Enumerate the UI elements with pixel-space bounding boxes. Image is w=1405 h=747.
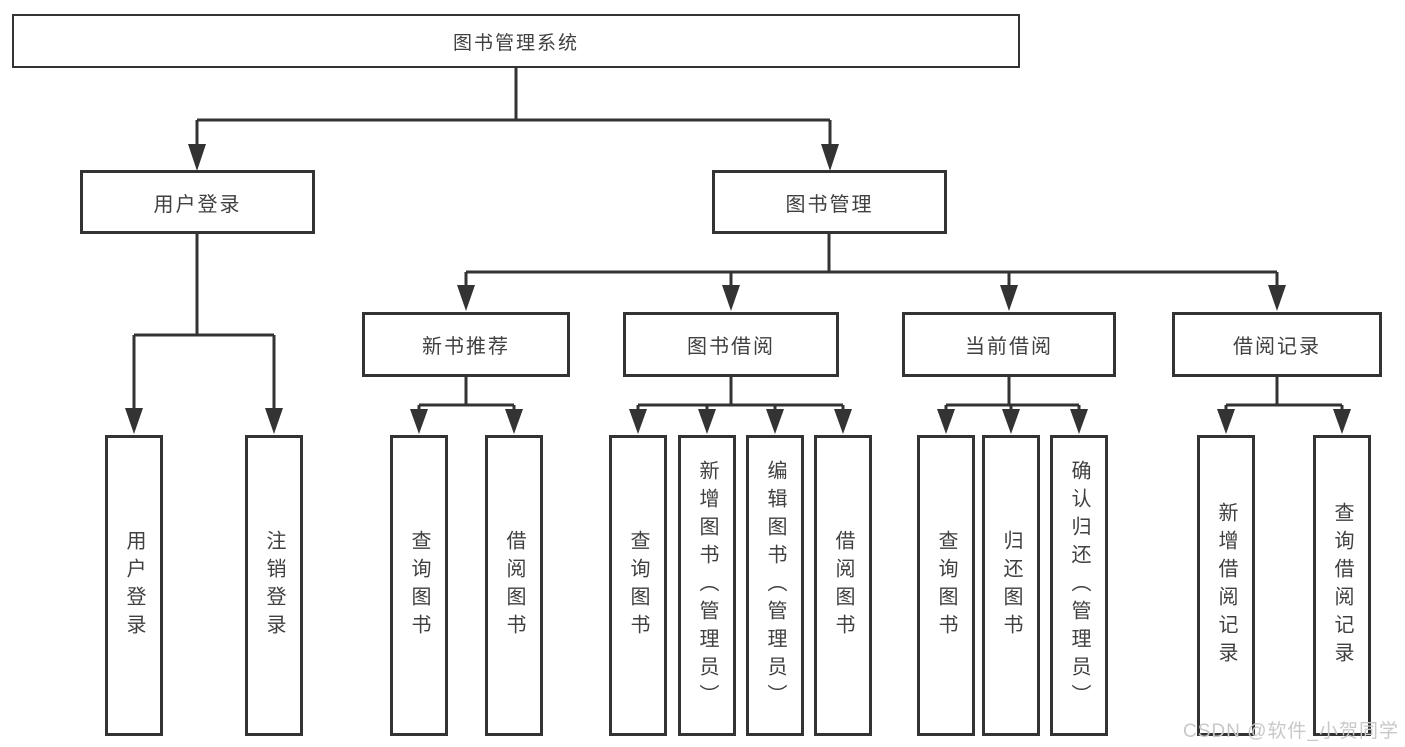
leaf-logout: 注销登录 xyxy=(245,435,303,736)
node-label: 查询图书 xyxy=(408,529,430,642)
leaf-return-book: 归还图书 xyxy=(982,435,1040,736)
leaf-borrow-books: 借阅图书 xyxy=(814,435,872,736)
node-label: 查询图书 xyxy=(627,529,649,642)
leaf-borrow-books: 借阅图书 xyxy=(485,435,543,736)
leaf-query-books: 查询图书 xyxy=(390,435,448,736)
node-label: 用户登录 xyxy=(123,529,145,642)
node-label: 确认归还（管理员） xyxy=(1068,459,1090,712)
node-user-login: 用户登录 xyxy=(80,170,315,234)
csdn-watermark: CSDN @软件_小贺同学 xyxy=(1183,721,1399,742)
leaf-add-book-admin: 新增图书（管理员） xyxy=(678,435,736,736)
leaf-add-borrow-record: 新增借阅记录 xyxy=(1197,435,1255,736)
leaf-query-borrow-record: 查询借阅记录 xyxy=(1313,435,1371,736)
node-label: 借阅图书 xyxy=(503,529,525,642)
leaf-query-books: 查询图书 xyxy=(917,435,975,736)
node-label: 归还图书 xyxy=(1000,529,1022,642)
node-label: 图书借阅 xyxy=(687,336,775,358)
node-label: 借阅记录 xyxy=(1233,336,1321,358)
node-new-book-recommend: 新书推荐 xyxy=(362,312,570,377)
node-label: 新增图书（管理员） xyxy=(696,459,718,712)
node-label: 图书管理系统 xyxy=(452,32,579,54)
node-label: 当前借阅 xyxy=(965,336,1053,358)
node-label: 图书管理 xyxy=(785,193,874,216)
leaf-edit-book-admin: 编辑图书（管理员） xyxy=(746,435,804,736)
node-label: 查询图书 xyxy=(935,529,957,642)
node-label: 借阅图书 xyxy=(832,529,854,642)
node-label: 新增借阅记录 xyxy=(1215,501,1237,670)
node-book-management: 图书管理 xyxy=(712,170,947,234)
arrowhead-group xyxy=(125,144,1351,434)
node-label: 新书推荐 xyxy=(422,336,510,358)
node-current-borrow: 当前借阅 xyxy=(902,312,1116,377)
leaf-confirm-return-admin: 确认归还（管理员） xyxy=(1050,435,1108,736)
node-label: 查询借阅记录 xyxy=(1331,501,1353,670)
node-label: 编辑图书（管理员） xyxy=(764,459,786,712)
node-label: 注销登录 xyxy=(263,529,285,642)
node-book-borrow: 图书借阅 xyxy=(623,312,839,377)
node-library-management-system: 图书管理系统 xyxy=(12,14,1020,68)
leaf-user-login: 用户登录 xyxy=(105,435,163,736)
node-label: 用户登录 xyxy=(153,193,242,216)
leaf-query-books: 查询图书 xyxy=(609,435,667,736)
node-borrow-records: 借阅记录 xyxy=(1172,312,1382,377)
